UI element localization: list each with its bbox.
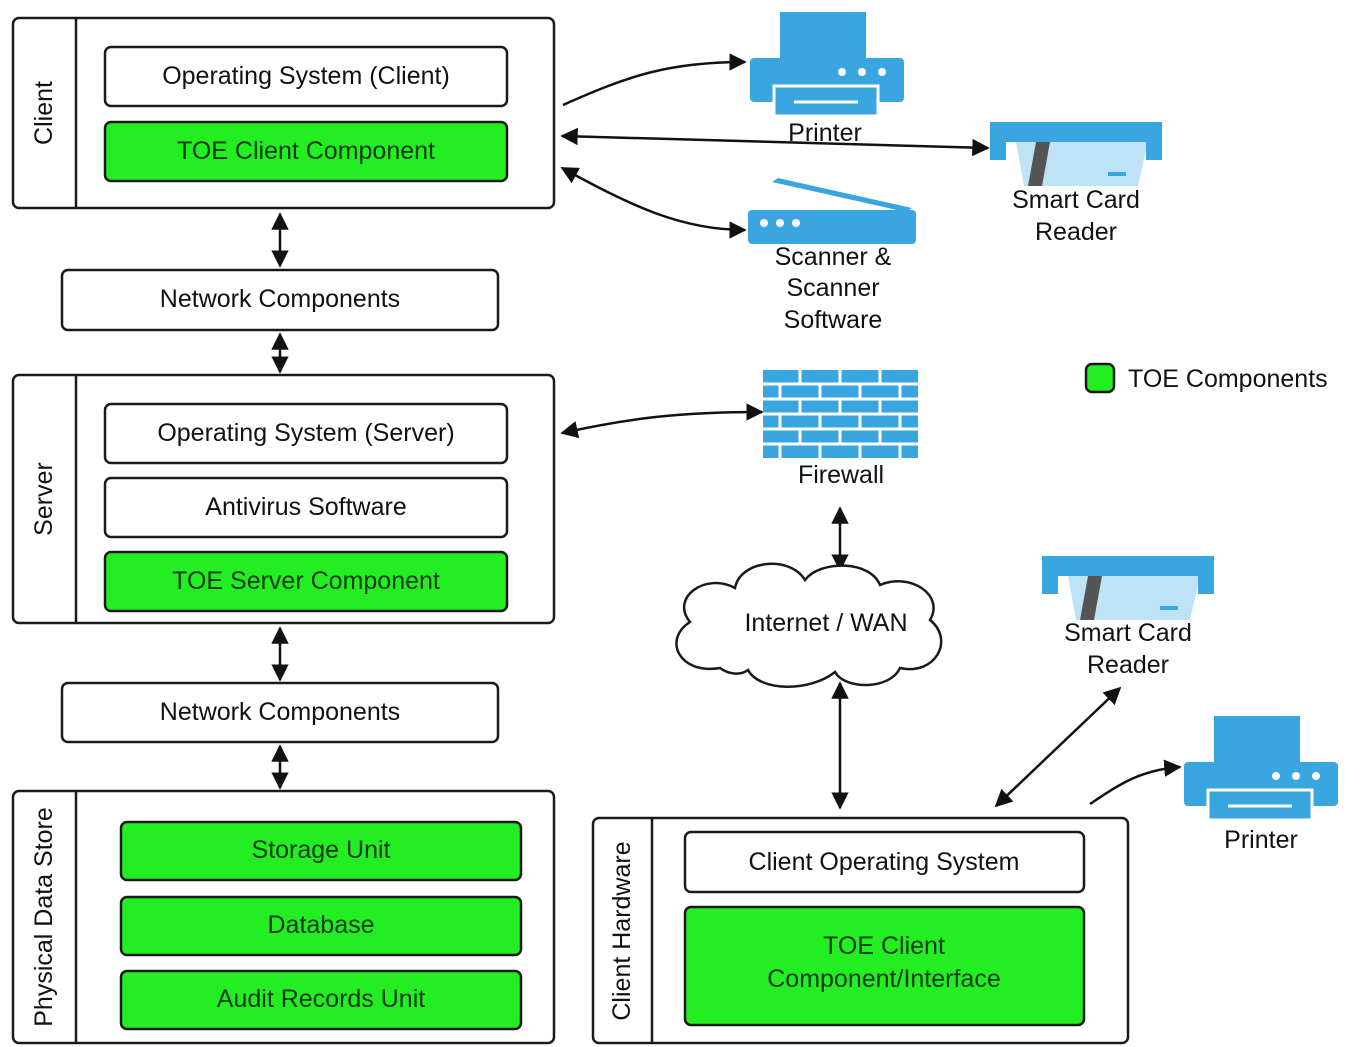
- server-toe-label: TOE Server Component: [172, 567, 440, 595]
- client-os-label: Operating System (Client): [162, 62, 450, 90]
- legend-swatch: [1084, 362, 1116, 394]
- smart-card-reader-bottom-label-line2: Reader: [1087, 651, 1169, 679]
- network-components-label-2: Network Components: [160, 698, 400, 726]
- server-os-label: Operating System (Server): [157, 419, 454, 447]
- network-components-box-1: Network Components: [60, 268, 500, 332]
- client-container: Client Operating System (Client) TOE Cli…: [11, 16, 556, 210]
- connector-client-printer: [562, 53, 747, 107]
- antivirus-box: Antivirus Software: [103, 476, 509, 539]
- physical-data-store-container: Physical Data Store Storage Unit Databas…: [11, 789, 556, 1045]
- connector-clienthw-printer: [1089, 759, 1182, 806]
- smart-card-reader-bottom-icon: [1042, 556, 1214, 620]
- connector-clienthw-smartcard: [994, 686, 1122, 808]
- scanner-icon: [748, 178, 916, 244]
- storage-unit-box: Storage Unit: [119, 820, 523, 882]
- database-label: Database: [267, 911, 374, 939]
- smart-card-reader-top-icon: [990, 122, 1162, 186]
- audit-records-box: Audit Records Unit: [119, 969, 523, 1031]
- connector-server-firewall: [560, 403, 764, 439]
- client-hw-toe-box: TOE Client Component/Interface: [683, 905, 1086, 1027]
- client-os-box: Operating System (Client): [103, 45, 509, 108]
- server-side-label: Server: [30, 462, 58, 536]
- database-box: Database: [119, 895, 523, 957]
- printer-top-label: Printer: [788, 119, 862, 147]
- client-toe-box: TOE Client Component: [103, 120, 509, 183]
- internet-label: Internet / WAN: [744, 609, 907, 637]
- network-components-box-2: Network Components: [60, 681, 500, 744]
- connectors: [271, 53, 1182, 810]
- firewall-label: Firewall: [798, 461, 884, 489]
- scanner-label-line1: Scanner &: [775, 243, 892, 271]
- connector-client-scanner: [560, 166, 747, 239]
- client-hw-toe-label-line2: Component/Interface: [767, 965, 1000, 993]
- legend: TOE Components: [1084, 362, 1328, 394]
- connector-client-smartcard: [560, 127, 990, 157]
- client-hw-toe-label-line1: TOE Client: [823, 932, 945, 960]
- smart-card-reader-top-label-line1: Smart Card: [1012, 186, 1140, 214]
- printer-bottom-label: Printer: [1224, 826, 1298, 854]
- client-toe-label: TOE Client Component: [177, 137, 435, 165]
- network-components-label-1: Network Components: [160, 285, 400, 313]
- printer-top-icon: [750, 12, 904, 118]
- firewall-icon: [763, 370, 918, 458]
- client-hardware-side-label: Client Hardware: [608, 841, 636, 1020]
- legend-label: TOE Components: [1128, 365, 1328, 393]
- cloud-icon: [675, 562, 943, 688]
- client-hardware-container: Client Hardware Client Operating System …: [591, 816, 1130, 1045]
- server-container: Server Operating System (Server) Antivir…: [11, 373, 556, 625]
- server-toe-box: TOE Server Component: [103, 550, 509, 613]
- client-side-label: Client: [30, 81, 58, 145]
- smart-card-reader-top-label-line2: Reader: [1035, 218, 1117, 246]
- antivirus-label: Antivirus Software: [205, 493, 406, 521]
- scanner-label-line2: Scanner: [786, 274, 879, 302]
- server-os-box: Operating System (Server): [103, 402, 509, 465]
- smart-card-reader-bottom-label-line1: Smart Card: [1064, 619, 1192, 647]
- scanner-label-line3: Software: [784, 306, 883, 334]
- storage-unit-label: Storage Unit: [252, 836, 391, 864]
- printer-bottom-icon: [1184, 716, 1338, 822]
- audit-records-label: Audit Records Unit: [217, 985, 425, 1013]
- client-hw-os-label: Client Operating System: [749, 848, 1020, 876]
- client-hw-os-box: Client Operating System: [683, 830, 1086, 894]
- physical-data-store-side-label: Physical Data Store: [30, 807, 58, 1027]
